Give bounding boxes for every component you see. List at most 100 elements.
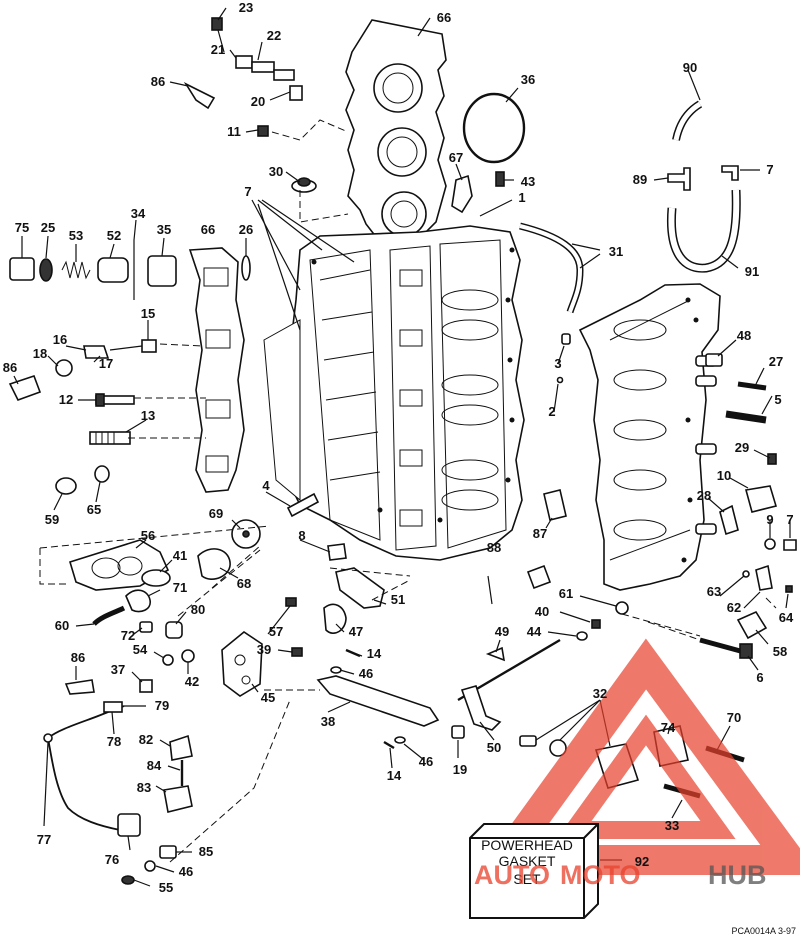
callout-8: 8 [298, 528, 305, 543]
callout-82: 82 [139, 732, 153, 747]
callout-60: 60 [55, 618, 69, 633]
callout-67: 67 [449, 150, 463, 165]
callout-35: 35 [157, 222, 171, 237]
callout-46a: 46 [179, 864, 193, 879]
callout-75: 75 [15, 220, 29, 235]
callout-83: 83 [137, 780, 151, 795]
callout-38: 38 [321, 714, 335, 729]
callout-76: 76 [105, 852, 119, 867]
callout-62: 62 [727, 600, 741, 615]
callout-30: 30 [269, 164, 283, 179]
callout-5: 5 [774, 392, 781, 407]
callout-23: 23 [239, 0, 253, 15]
figure-code: PCA0014A 3-97 [731, 926, 796, 936]
callout-91: 91 [745, 264, 759, 279]
callout-37: 37 [111, 662, 125, 677]
callout-36: 36 [521, 72, 535, 87]
callout-68: 68 [237, 576, 251, 591]
callout-85: 85 [199, 844, 213, 859]
callout-56: 56 [141, 528, 155, 543]
callout-15: 15 [141, 306, 155, 321]
callout-21: 21 [211, 42, 225, 57]
callout-88: 88 [487, 540, 501, 555]
callout-9: 9 [766, 512, 773, 527]
callout-29: 29 [735, 440, 749, 455]
o-ring [462, 92, 526, 164]
callout-57: 57 [269, 624, 283, 639]
callout-58: 58 [773, 644, 787, 659]
callout-55: 55 [159, 880, 173, 895]
callout-69: 69 [209, 506, 223, 521]
callout-4: 4 [262, 478, 270, 493]
watermark-auto: AUTO [474, 860, 550, 890]
gasket-box-line2: GASKET [499, 853, 556, 869]
callout-31: 31 [609, 244, 623, 259]
callout-64: 64 [779, 610, 794, 625]
callout-14a: 14 [367, 646, 382, 661]
callout-51: 51 [391, 592, 405, 607]
callout-77: 77 [37, 832, 51, 847]
gasket-box-line1: POWERHEAD [481, 837, 573, 853]
callout-45: 45 [261, 690, 275, 705]
callout-25: 25 [41, 220, 55, 235]
callout-65: 65 [87, 502, 101, 517]
callout-50: 50 [487, 740, 501, 755]
callout-52: 52 [107, 228, 121, 243]
callout-13: 13 [141, 408, 155, 423]
callout-11: 11 [227, 124, 241, 139]
callout-86c: 86 [71, 650, 85, 665]
callout-66b: 66 [201, 222, 215, 237]
callout-92: 92 [635, 854, 649, 869]
callout-28: 28 [697, 488, 711, 503]
callout-41: 41 [173, 548, 187, 563]
callout-71: 71 [173, 580, 187, 595]
leader-lines [13, 7, 791, 887]
cylinder-block [263, 225, 525, 561]
callout-1: 1 [518, 190, 525, 205]
callout-74: 74 [661, 720, 676, 735]
callout-42: 42 [185, 674, 199, 689]
callout-61: 61 [559, 586, 573, 601]
callout-7a: 7 [244, 184, 251, 199]
callout-49: 49 [495, 624, 509, 639]
callout-34: 34 [131, 206, 146, 221]
callout-7b: 7 [766, 162, 773, 177]
callout-80: 80 [191, 602, 205, 617]
callout-33: 33 [665, 818, 679, 833]
callout-20: 20 [251, 94, 265, 109]
head-gasket-top [345, 19, 447, 243]
watermark-text: AUTO MOTO HUB [474, 860, 767, 890]
callout-17: 17 [99, 356, 113, 371]
callout-79: 79 [155, 698, 169, 713]
callout-63: 63 [707, 584, 721, 599]
callout-7c: 7 [786, 512, 793, 527]
callout-43: 43 [521, 174, 535, 189]
callout-40: 40 [535, 604, 549, 619]
callout-2: 2 [548, 404, 555, 419]
callout-59: 59 [45, 512, 59, 527]
callout-70: 70 [727, 710, 741, 725]
callout-27: 27 [769, 354, 783, 369]
callout-32: 32 [593, 686, 607, 701]
reference-lines [39, 119, 777, 863]
callout-14b: 14 [387, 768, 402, 783]
crankcase-cover [578, 283, 721, 591]
callout-84: 84 [147, 758, 162, 773]
callout-6: 6 [756, 670, 763, 685]
callout-54: 54 [133, 642, 148, 657]
callout-26: 26 [239, 222, 253, 237]
gasket-box-line3: SET [513, 871, 541, 887]
callout-89: 89 [633, 172, 647, 187]
callout-47: 47 [349, 624, 363, 639]
watermark-moto: MOTO [560, 860, 641, 890]
callout-18: 18 [33, 346, 47, 361]
callout-78: 78 [107, 734, 121, 749]
callout-86a: 86 [151, 74, 165, 89]
callout-46b: 46 [359, 666, 373, 681]
callout-3: 3 [554, 356, 561, 371]
callout-12: 12 [59, 392, 73, 407]
small-parts [8, 17, 797, 885]
callout-19: 19 [453, 762, 467, 777]
callout-66a: 66 [437, 10, 451, 25]
